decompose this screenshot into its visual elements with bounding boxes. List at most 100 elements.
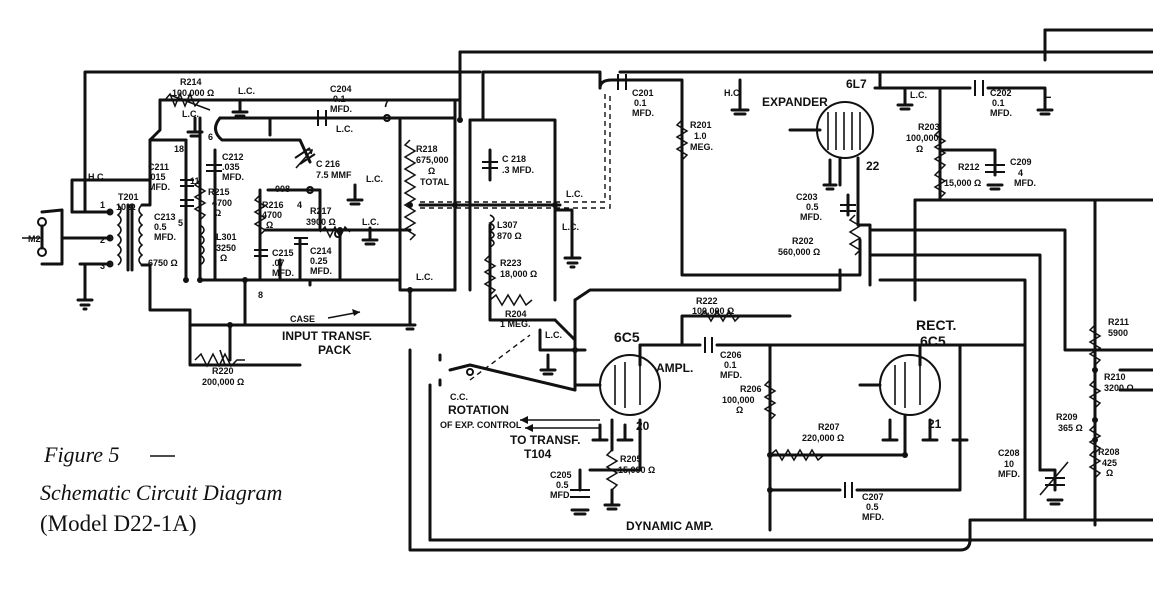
- c201-unit: MFD.: [632, 108, 654, 118]
- expander-role: EXPANDER: [762, 95, 828, 109]
- c204-ref: C204: [330, 84, 352, 94]
- 6l7-type: 6L7: [846, 77, 867, 91]
- c218-value: .3 MFD.: [502, 165, 534, 175]
- c213-value: 0.5: [154, 222, 167, 232]
- t201-ref: T201: [118, 192, 139, 202]
- r202-value: 560,000 Ω: [778, 247, 820, 257]
- exp-control-label: OF EXP. CONTROL: [440, 420, 522, 430]
- c203-unit: MFD.: [800, 212, 822, 222]
- c213-ref: C213: [154, 212, 176, 222]
- r208-ref: R208: [1098, 447, 1120, 457]
- c205-ref: C205: [550, 470, 572, 480]
- node-008-label: 008: [275, 184, 290, 194]
- r215-value: 4700: [212, 198, 232, 208]
- c209-value: 4: [1018, 168, 1023, 178]
- r205-ref: R205: [620, 454, 642, 464]
- r206-unit: Ω: [736, 405, 743, 415]
- 6c5-rect-type: 6C5: [920, 333, 946, 349]
- r210-value: 3200 Ω: [1104, 383, 1134, 393]
- r216-unit: Ω: [266, 220, 273, 230]
- c203-value: 0.5: [806, 202, 819, 212]
- r212-ref: R212: [958, 162, 980, 172]
- r208-unit: Ω: [1106, 468, 1113, 478]
- 6l7-pin: 22: [866, 159, 880, 173]
- r207-ref: R207: [818, 422, 840, 432]
- r210-ref: R210: [1104, 372, 1126, 382]
- r211-ref: R211: [1108, 317, 1129, 327]
- l-label: L: [1044, 87, 1051, 101]
- c206-unit: MFD.: [720, 370, 742, 380]
- lc-label: L.C.: [238, 86, 255, 96]
- r208-value: 425: [1102, 458, 1117, 468]
- c205-unit: MFD.: [550, 490, 572, 500]
- l301-unit: Ω: [220, 253, 227, 263]
- input-transf-label: INPUT TRANSF.: [282, 329, 372, 343]
- c209-ref: C209: [1010, 157, 1032, 167]
- c201-value: 0.1: [634, 98, 647, 108]
- r217-ref: R217: [310, 206, 332, 216]
- node-1-label: 1: [100, 200, 105, 210]
- c207-ref: C207: [862, 492, 884, 502]
- c208-value: 10: [1004, 459, 1014, 469]
- 6c5-rect-pin: 21: [928, 417, 942, 431]
- r209-value: 365 Ω: [1058, 423, 1083, 433]
- c211-value: .015: [148, 172, 166, 182]
- ampl-role: AMPL.: [656, 361, 693, 375]
- lc-label: L.C.: [545, 330, 562, 340]
- r214-ref: R214: [180, 77, 202, 87]
- lc-label: L.C.: [366, 174, 383, 184]
- r222-ref: R222: [696, 296, 718, 306]
- r217-value: 3900 Ω: [306, 217, 336, 227]
- m2-ref: M2: [28, 234, 41, 244]
- lc-label: L.C.: [416, 272, 433, 282]
- input-pack-wiring: [148, 50, 611, 368]
- r204-ref: R204: [505, 309, 527, 319]
- r211-value: 5900: [1108, 328, 1128, 338]
- r203-ref: R203: [918, 122, 940, 132]
- cc-label: C.C.: [450, 392, 468, 402]
- 6c5-ampl-type: 6C5: [614, 329, 640, 345]
- input-transformer-section: [22, 138, 192, 312]
- r206-ref: R206: [740, 384, 762, 394]
- case-label: CASE: [290, 314, 315, 324]
- dynamic-amp-label: DYNAMIC AMP.: [626, 519, 713, 533]
- c202-ref: C202: [990, 88, 1012, 98]
- 6c5-ampl-pin: 20: [636, 419, 650, 433]
- node-2-label: 2: [100, 235, 105, 245]
- figure-title: Schematic Circuit Diagram: [40, 480, 282, 505]
- figure-caption: Figure 5 Schematic Circuit Diagram (Mode…: [40, 442, 282, 536]
- c206-ref: C206: [720, 350, 742, 360]
- r218-value: 675,000: [416, 155, 449, 165]
- lc-label: L.C.: [182, 109, 199, 119]
- lc-label: L.C.: [910, 90, 927, 100]
- c212-ref: C212: [222, 152, 244, 162]
- c214-ref: C214: [310, 246, 332, 256]
- r203-unit: Ω: [916, 144, 923, 154]
- r215-ref: R215: [208, 187, 230, 197]
- node-8-label: 8: [258, 290, 263, 300]
- figure-model: (Model D22-1A): [40, 511, 197, 536]
- r206-value: 100,000: [722, 395, 755, 405]
- c203-ref: C203: [796, 192, 818, 202]
- c207-unit: MFD.: [862, 512, 884, 522]
- l301-ref: L301: [216, 232, 237, 242]
- figure-number: Figure 5: [43, 442, 120, 467]
- expander-section: [598, 74, 1153, 527]
- lc-label: L.C.: [362, 217, 379, 227]
- r202-ref: R202: [792, 236, 814, 246]
- c202-value: 0.1: [992, 98, 1005, 108]
- r215-unit: Ω: [214, 208, 221, 218]
- c211-unit: MFD.: [148, 182, 170, 192]
- c211-ref: C211: [148, 162, 169, 172]
- hc-label: H.C.: [88, 172, 106, 182]
- c207-value: 0.5: [866, 502, 879, 512]
- r218-ref: R218: [416, 144, 438, 154]
- r203-value: 100,000: [906, 133, 939, 143]
- hc-label: H.C.: [724, 88, 742, 98]
- rect-role: RECT.: [916, 317, 956, 333]
- c204-unit: MFD.: [330, 104, 352, 114]
- r218-unit: Ω: [428, 166, 435, 176]
- r207-value: 220,000 Ω: [802, 433, 844, 443]
- node-11-label: 11: [190, 176, 200, 186]
